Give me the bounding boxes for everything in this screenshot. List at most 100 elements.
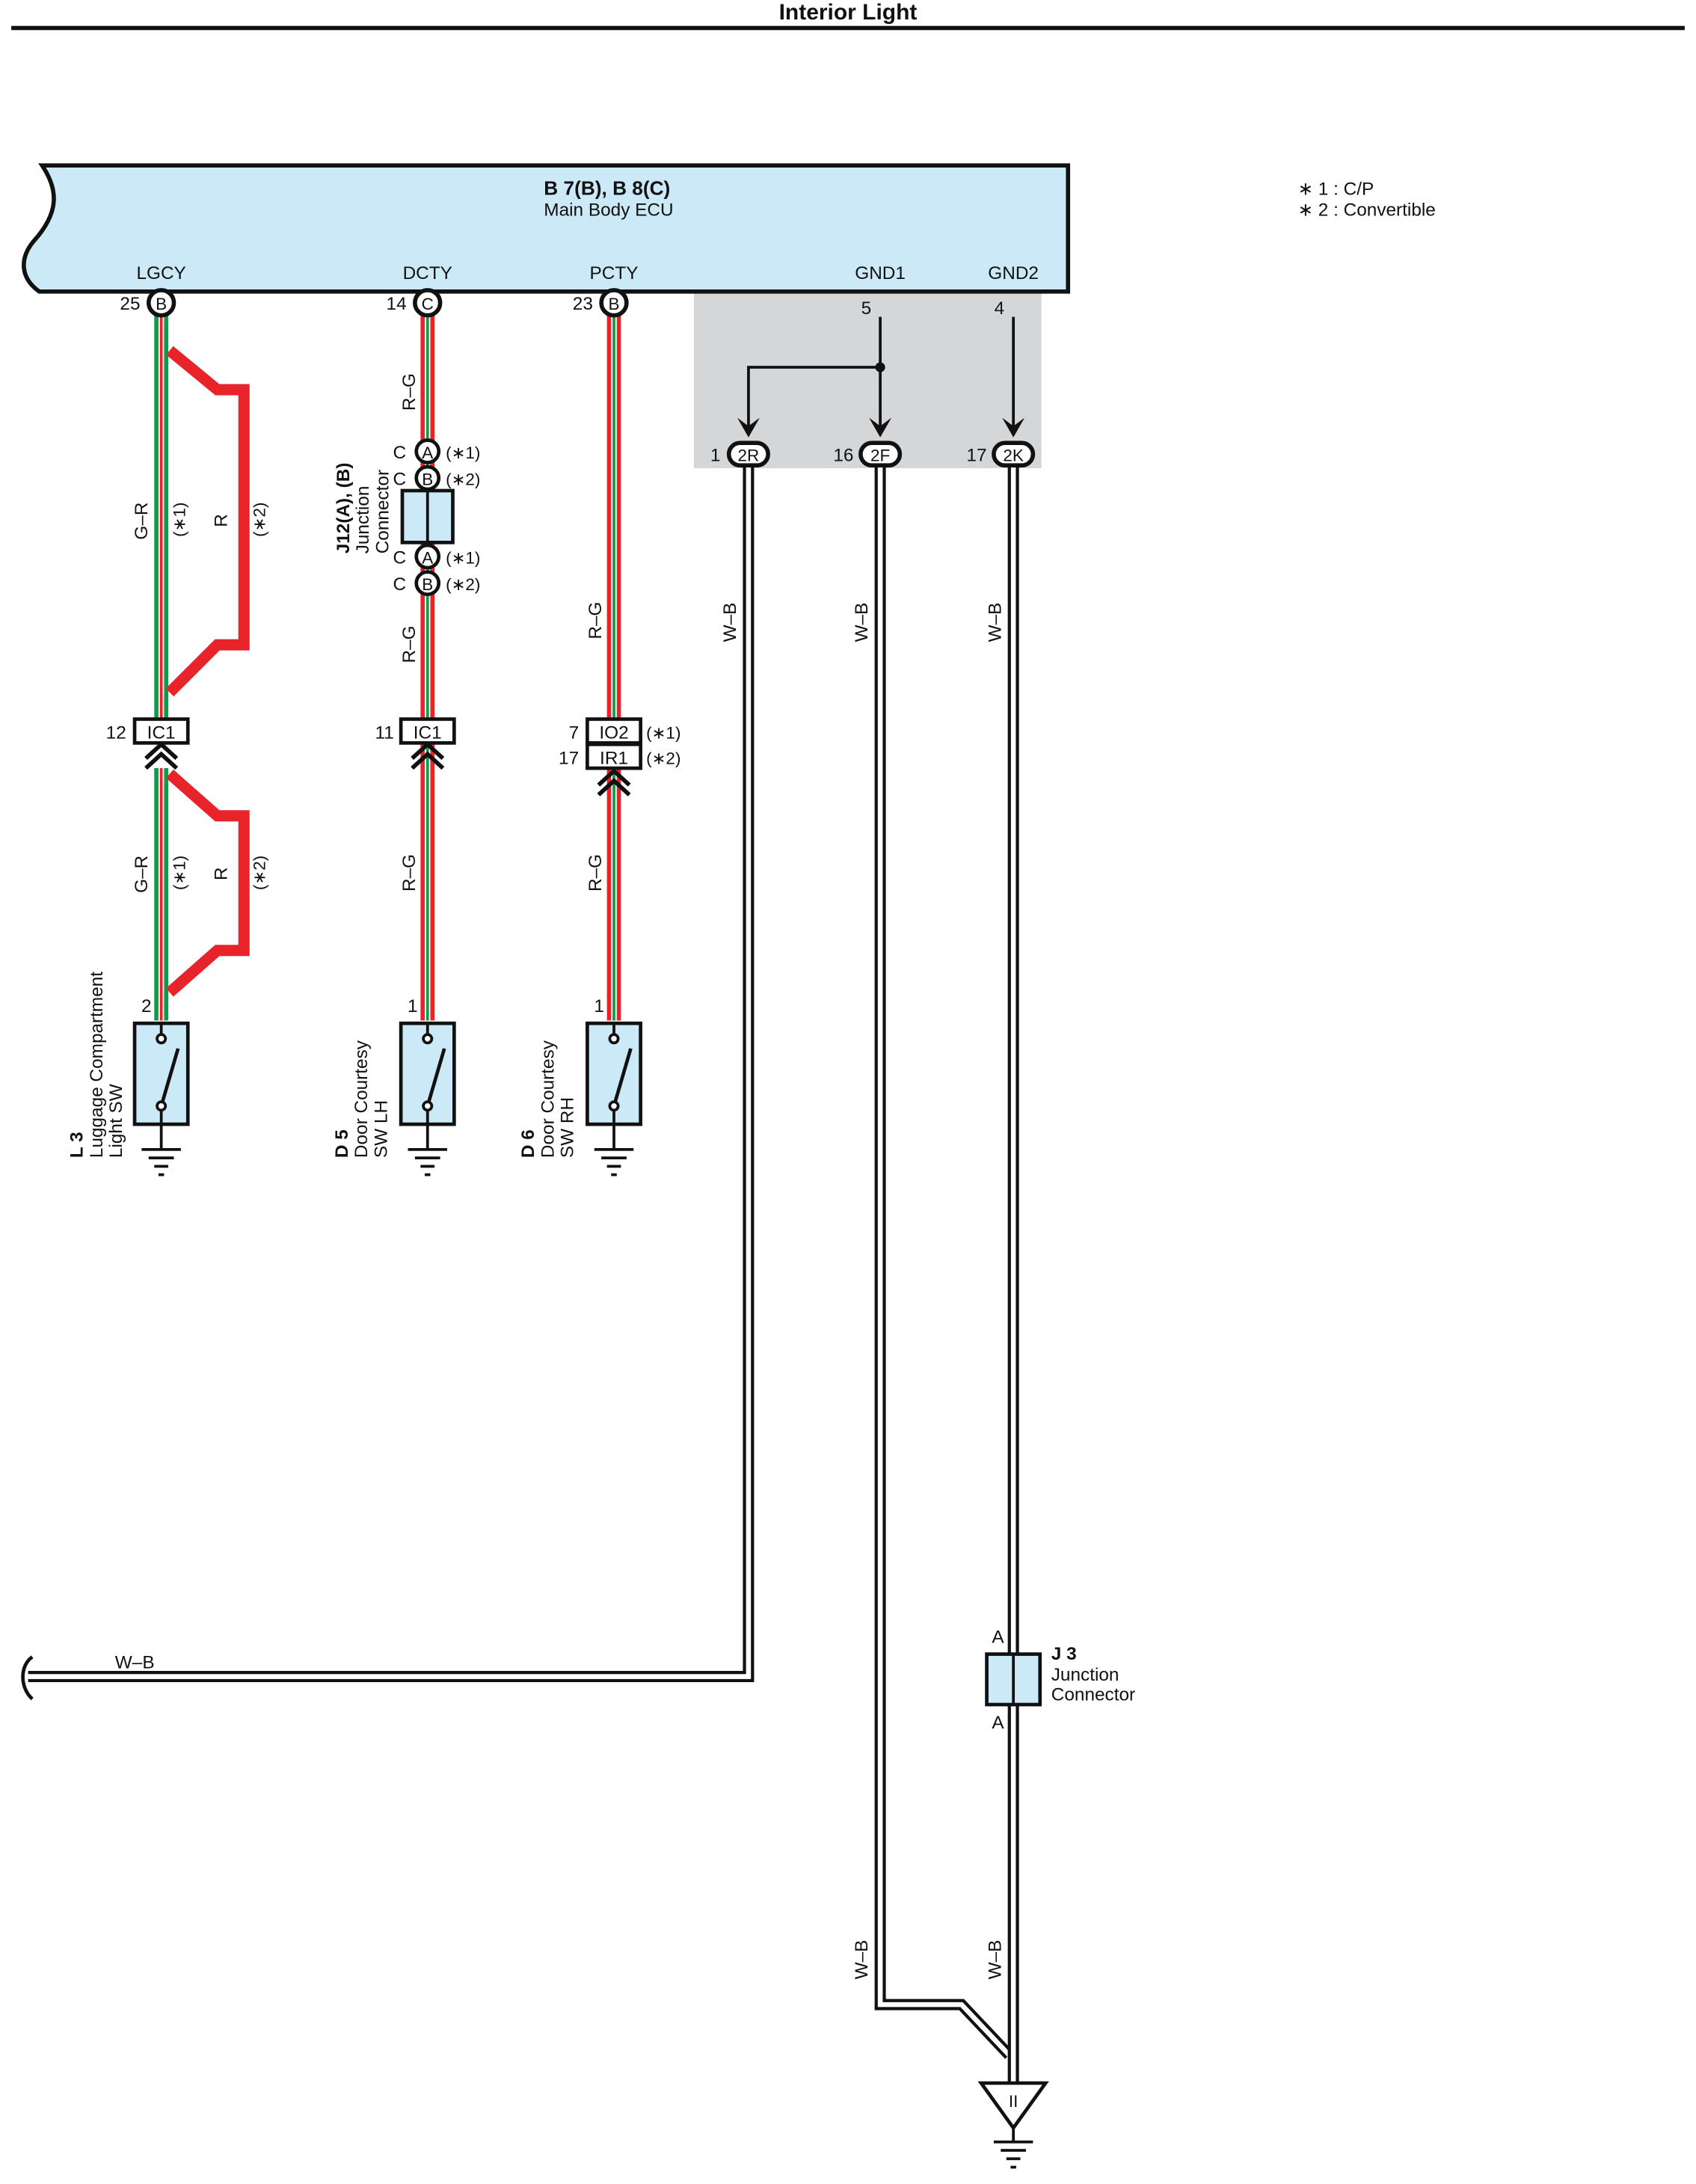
ground-connector-2r: 2R 1 — [710, 441, 770, 468]
svg-text:2K: 2K — [1003, 447, 1024, 465]
svg-text:17: 17 — [966, 446, 986, 466]
ground-connector-2f: 2F 16 — [833, 441, 903, 468]
svg-text:C: C — [422, 295, 434, 313]
ground-shaded-box — [693, 291, 1042, 468]
svg-text:1: 1 — [594, 996, 604, 1016]
svg-text:SW LH: SW LH — [371, 1100, 391, 1158]
svg-text:(∗2): (∗2) — [446, 575, 480, 594]
svg-text:(∗2): (∗2) — [646, 749, 680, 767]
svg-text:2: 2 — [141, 996, 152, 1016]
wire-label-wb-horizontal: W–B — [115, 1652, 155, 1672]
svg-text:(∗1): (∗1) — [446, 444, 480, 462]
ground-point: II — [977, 2081, 1049, 2169]
svg-text:25: 25 — [120, 294, 140, 314]
j12-terminal-a-top: A C (∗1) — [393, 438, 480, 464]
switch-l3-label: L 3 Luggage Compartment Light SW — [67, 972, 126, 1158]
svg-text:IR1: IR1 — [600, 748, 628, 768]
svg-text:L 3: L 3 — [67, 1132, 87, 1158]
svg-text:1: 1 — [710, 446, 721, 466]
svg-text:12: 12 — [106, 723, 126, 743]
j12-terminal-b-bottom: B C (∗2) — [393, 570, 480, 597]
wire-label-r-lower: R — [212, 867, 232, 880]
svg-text:II: II — [1009, 2092, 1018, 2111]
wire-label-star1-lgcy-upper: (∗1) — [170, 502, 189, 536]
switch-d6-door-courtesy-rh: 1 — [586, 996, 642, 1177]
svg-text:Luggage Compartment: Luggage Compartment — [87, 972, 107, 1158]
wire-pcty-rg — [606, 313, 621, 1021]
svg-text:7: 7 — [569, 723, 580, 743]
j3-line2: Connector — [1051, 1684, 1135, 1705]
svg-text:A: A — [992, 1628, 1004, 1648]
svg-text:Junction: Junction — [353, 486, 373, 554]
wire-label-rg-pcty-2: R–G — [586, 854, 606, 892]
ground-arrow-2f — [869, 417, 892, 438]
svg-text:(∗1): (∗1) — [646, 724, 680, 743]
svg-text:11: 11 — [375, 723, 393, 743]
svg-text:2R: 2R — [738, 447, 760, 465]
inline-connector-ic1-lgcy: IC1 12 — [106, 717, 190, 770]
svg-text:Door Courtesy: Door Courtesy — [538, 1040, 558, 1158]
wire-label-star2-lgcy-upper: (∗2) — [250, 502, 268, 536]
wire-lgcy-gr-upper — [154, 313, 169, 718]
ground-internal-wiring — [747, 316, 1016, 429]
ground-splice-point — [875, 362, 885, 372]
svg-text:23: 23 — [573, 294, 593, 314]
wire-label-gr-lower: G–R — [132, 856, 152, 893]
ecu-code: B 7(B), B 8(C) — [544, 177, 670, 200]
wire-label-wb-2k: W–B — [985, 603, 1005, 642]
ecu-pin-gnd1: 5 — [861, 298, 872, 319]
svg-text:1: 1 — [408, 996, 418, 1016]
svg-text:Door Courtesy: Door Courtesy — [351, 1040, 372, 1158]
switch-d5-label: D 5 Door Courtesy SW LH — [332, 1040, 391, 1158]
ecu-terminal-lgcy: B 25 — [120, 288, 176, 318]
svg-text:J12(A), (B): J12(A), (B) — [334, 462, 354, 553]
svg-text:17: 17 — [559, 748, 579, 768]
ground-icon — [141, 1147, 181, 1177]
ecu-name: Main Body ECU — [544, 200, 673, 221]
terminal-label-lgcy: LGCY — [136, 263, 185, 283]
svg-text:Connector: Connector — [372, 470, 393, 553]
ecu-pin-gnd2: 4 — [995, 298, 1005, 319]
wire-lgcy-r-upper — [165, 346, 250, 697]
wire-lgcy-r-lower — [165, 769, 250, 997]
svg-text:IO2: IO2 — [599, 723, 628, 743]
svg-text:B: B — [422, 470, 433, 488]
diagram-title: Interior Light — [779, 0, 918, 25]
ground-icon — [594, 1147, 634, 1177]
svg-text:(∗1): (∗1) — [446, 548, 480, 567]
wire-label-wb-2f: W–B — [852, 603, 872, 642]
wire-wb-2r — [28, 465, 755, 1683]
svg-text:C: C — [393, 469, 406, 489]
svg-text:B: B — [156, 295, 167, 313]
wire-label-rg-dcty-2: R–G — [399, 625, 420, 663]
ground-connector-2k: 2K 17 — [966, 441, 1036, 468]
wire-label-wb-2k-lower: W–B — [985, 1940, 1005, 1980]
terminal-label-gnd1: GND1 — [855, 263, 906, 283]
j3-code: J 3 — [1051, 1644, 1077, 1664]
svg-text:D 6: D 6 — [518, 1129, 538, 1158]
svg-text:2F: 2F — [870, 447, 890, 465]
legend-item-2: ∗ 2 : Convertible — [1298, 200, 1436, 221]
wire-label-star2-lgcy-lower: (∗2) — [250, 856, 268, 890]
svg-text:IC1: IC1 — [414, 723, 442, 743]
svg-text:C: C — [393, 443, 406, 463]
ground-icon — [408, 1147, 447, 1177]
wire-dcty-rg — [420, 313, 435, 1021]
svg-text:SW RH: SW RH — [558, 1097, 578, 1158]
wire-label-star1-lgcy-lower: (∗1) — [170, 856, 189, 890]
svg-text:A: A — [422, 444, 433, 462]
wire-label-wb-2f-lower: W–B — [852, 1940, 872, 1980]
svg-text:A: A — [992, 1713, 1004, 1733]
switch-d6-label: D 6 Door Courtesy SW RH — [518, 1040, 577, 1158]
svg-text:D 5: D 5 — [332, 1129, 352, 1158]
j12-label: J12(A), (B) Junction Connector — [334, 462, 393, 553]
terminal-label-pcty: PCTY — [590, 263, 639, 283]
wire-label-wb-2r: W–B — [720, 603, 740, 642]
svg-text:(∗2): (∗2) — [446, 470, 480, 488]
wire-lgcy-gr-lower — [154, 768, 169, 1021]
inline-connector-io2-ir1-pcty: IO2 7 (∗1) IR1 17 (∗2) — [559, 717, 680, 797]
wire-label-r-upper: R — [212, 514, 232, 527]
wire-wb-2f — [874, 465, 1013, 2059]
wire-label-rg-pcty-1: R–G — [586, 602, 606, 639]
